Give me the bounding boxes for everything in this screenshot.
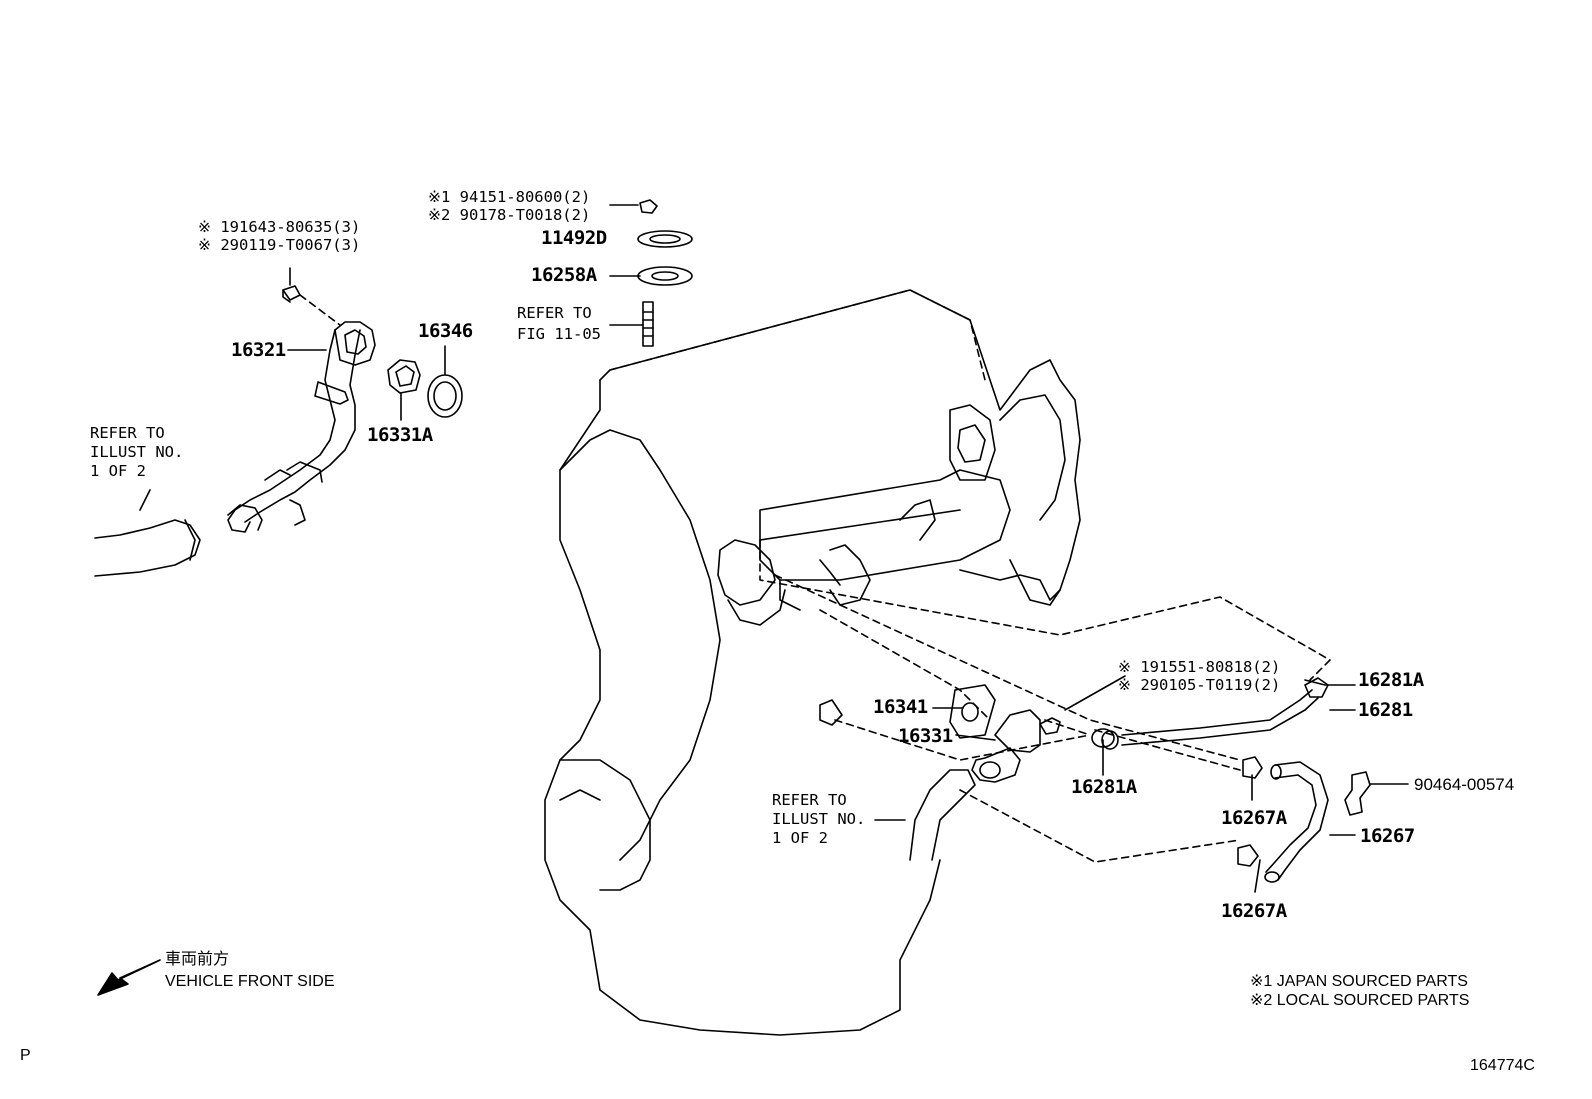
- bolt-a-japan-label: ※ 191643-80635(3): [198, 218, 361, 236]
- illustration-code: 164774C: [1470, 1057, 1535, 1074]
- engine-head-outline: [599, 289, 1081, 601]
- part-16267A-low-label: 16267A: [1221, 900, 1287, 922]
- nut-b-local-label: ※2 90178-T0018(2): [428, 206, 591, 224]
- gasket-11492D: [637, 230, 693, 248]
- vehicle-front-arrow: [97, 959, 161, 996]
- part-16258A-label: 16258A: [531, 264, 597, 286]
- bolt-left: [282, 285, 301, 301]
- guide-line-dashed: [609, 289, 986, 381]
- clamp-16281A-top: [1304, 677, 1329, 698]
- refer-illust-left-3: 1 OF 2: [90, 462, 146, 480]
- thermostat-16331A: [387, 359, 421, 394]
- part-90464-label: 90464-00574: [1414, 775, 1515, 794]
- nut-top: [639, 199, 658, 214]
- refer-illust-mid-1: REFER TO: [772, 791, 847, 809]
- stud: [642, 301, 654, 347]
- part-16267-label: 16267: [1360, 825, 1415, 847]
- bolt-c-local-label: ※ 290105-T0119(2): [1118, 676, 1281, 694]
- part-16281-label: 16281: [1358, 699, 1413, 721]
- part-16346-label: 16346: [418, 320, 473, 342]
- engine-block-outline: [544, 379, 941, 1036]
- nut-b-japan-label: ※1 94151-80600(2): [428, 188, 591, 206]
- part-16281A-low-label: 16281A: [1071, 776, 1137, 798]
- part-11492D-label: 11492D: [541, 227, 607, 249]
- refer-fig-label-1: REFER TO: [517, 304, 592, 322]
- refer-illust-left-1: REFER TO: [90, 424, 165, 442]
- clamp-16267A-top: [1242, 756, 1263, 779]
- clamp-16267A-low: [1237, 844, 1259, 867]
- gasket-16341: [949, 684, 996, 739]
- legend-japan-sourced: ※1 JAPAN SOURCED PARTS: [1250, 973, 1468, 990]
- hose-left: [94, 519, 201, 577]
- legend-local-sourced: ※2 LOCAL SOURCED PARTS: [1250, 992, 1470, 1009]
- bolt-a-local-label: ※ 290119-T0067(3): [198, 236, 361, 254]
- refer-illust-left-2: ILLUST NO.: [90, 443, 184, 461]
- hose-16281: [1121, 689, 1313, 736]
- hose-mid: [909, 769, 976, 861]
- part-16267A-top-label: 16267A: [1221, 807, 1287, 829]
- water-pipe-16321: [234, 329, 336, 511]
- hose-16267: [1274, 761, 1329, 881]
- part-16341-label: 16341: [873, 696, 928, 718]
- refer-illust-mid-2: ILLUST NO.: [772, 810, 866, 828]
- vehicle-front-jp-label: 車両前方: [165, 951, 230, 968]
- part-16331-label: 16331: [898, 725, 953, 747]
- part-16281A-top-label: 16281A: [1358, 669, 1424, 691]
- corner-mark: P: [20, 1047, 31, 1064]
- refer-fig-label-2: FIG 11-05: [517, 325, 601, 343]
- water-inlet-16331: [994, 709, 1041, 753]
- part-16331A-label: 16331A: [367, 424, 433, 446]
- bolt-right: [1039, 717, 1061, 735]
- clip-90464: [1344, 771, 1371, 816]
- part-16321-label: 16321: [231, 339, 286, 361]
- bolt-c-japan-label: ※ 191551-80818(2): [1118, 658, 1281, 676]
- manifold-outline: [759, 469, 1011, 581]
- refer-illust-mid-3: 1 OF 2: [772, 829, 828, 847]
- vehicle-front-en-label: VEHICLE FRONT SIDE: [165, 973, 335, 990]
- timing-cover-outline: [559, 429, 721, 861]
- gasket-16258A: [637, 266, 693, 286]
- gasket-ring-16346: [427, 374, 463, 418]
- clamp-16281A-low: [1091, 728, 1115, 748]
